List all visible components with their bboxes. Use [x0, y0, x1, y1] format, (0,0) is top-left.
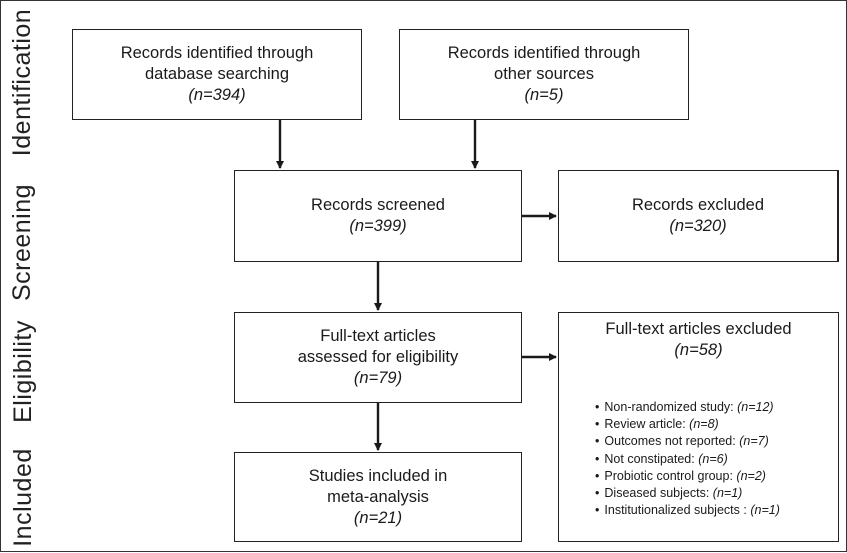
- box-records-screened-label: Records screened: [311, 196, 445, 214]
- exclusion-reason-item: Institutionalized subjects : (n=1): [595, 502, 835, 519]
- box-records-excluded-count: (n=320): [669, 217, 727, 235]
- box-fulltext-assessed: Full-text articles assessed for eligibil…: [234, 312, 522, 403]
- exclusion-reason-item: Probiotic control group: (n=2): [595, 468, 835, 485]
- box-records-excluded: Records excluded (n=320): [558, 170, 839, 262]
- box-other-sources-line1: Records identified through: [447, 44, 641, 62]
- box-fulltext-assessed-line2: assessed for eligibility: [297, 348, 459, 366]
- exclusion-reason-item: Outcomes not reported: (n=7): [595, 433, 835, 450]
- box-database-records: Records identified through database sear…: [72, 29, 362, 120]
- exclusion-reason-item: Not constipated: (n=6): [595, 451, 835, 468]
- box-database-records-count: (n=394): [188, 86, 246, 104]
- exclusion-reason-item: Diseased subjects: (n=1): [595, 485, 835, 502]
- exclusion-reasons-list: Non-randomized study: (n=12) Review arti…: [595, 399, 835, 519]
- box-other-sources-line2: other sources: [494, 65, 594, 83]
- box-database-records-line2: database searching: [144, 65, 290, 83]
- box-fulltext-excluded-label: Full-text articles excluded: [605, 320, 792, 338]
- box-database-records-line1: Records identified through: [120, 44, 314, 62]
- box-studies-included-count: (n=21): [353, 508, 403, 527]
- box-fulltext-excluded-count: (n=58): [674, 341, 723, 359]
- box-other-sources-count: (n=5): [524, 86, 564, 104]
- box-studies-included-line2: meta-analysis: [327, 487, 429, 506]
- box-records-screened-count: (n=399): [349, 217, 407, 235]
- box-records-screened: Records screened (n=399): [234, 170, 522, 262]
- box-other-sources-records: Records identified through other sources…: [399, 29, 689, 120]
- exclusion-reason-item: Non-randomized study: (n=12): [595, 399, 835, 416]
- box-records-excluded-label: Records excluded: [631, 196, 765, 214]
- box-fulltext-assessed-count: (n=79): [353, 369, 403, 387]
- box-studies-included: Studies included in meta-analysis (n=21): [234, 452, 522, 542]
- exclusion-reason-item: Review article: (n=8): [595, 416, 835, 433]
- box-studies-included-line1: Studies included in: [308, 466, 448, 485]
- box-fulltext-assessed-line1: Full-text articles: [320, 327, 436, 345]
